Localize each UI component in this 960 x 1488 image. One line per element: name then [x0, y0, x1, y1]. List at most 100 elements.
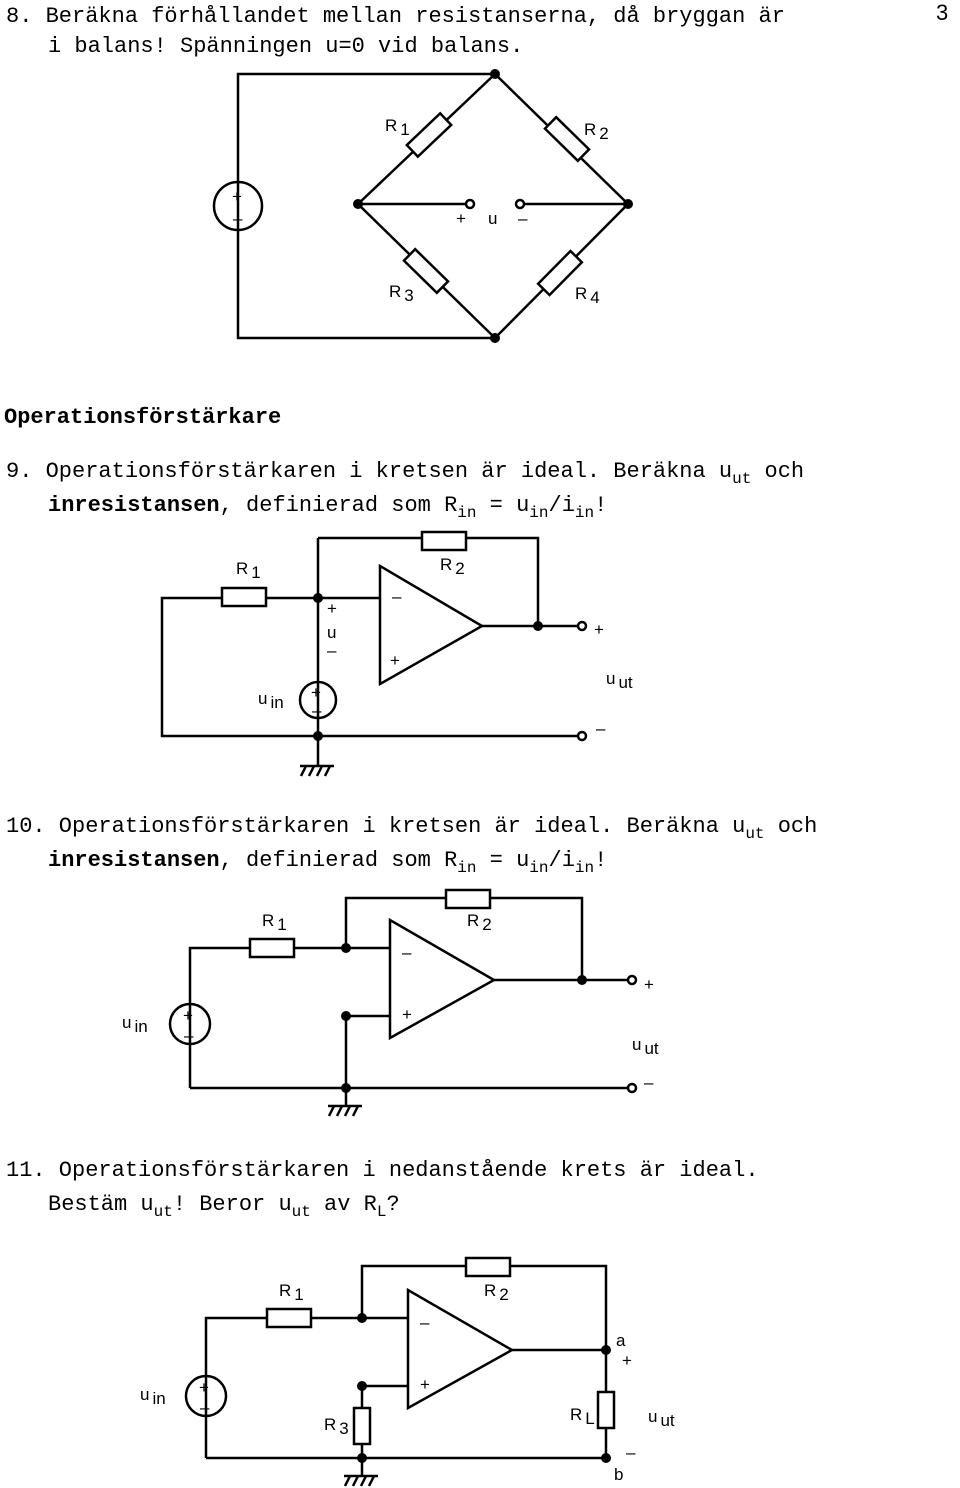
- p9-ground-hatch: [299, 765, 308, 777]
- p10-source-plus: +: [183, 1006, 193, 1025]
- p10-output-plus: +: [644, 975, 654, 994]
- p10-input-wire: [188, 946, 346, 1088]
- p10-l2-s2: in: [529, 859, 549, 877]
- p11-node-b: [601, 1453, 611, 1463]
- p11-node-a: [601, 1345, 611, 1355]
- p9-u-label: u: [327, 623, 336, 642]
- p9-node-ground: [313, 731, 323, 741]
- p11-source-plus: +: [199, 1378, 209, 1397]
- p9-voltage-source: [298, 680, 338, 720]
- p10-resistor-r2: [444, 888, 492, 910]
- p9-l2-c: /i: [548, 493, 575, 518]
- node-top: [490, 69, 500, 79]
- p10-resistor-r1: [248, 937, 296, 959]
- node-left: [353, 199, 363, 209]
- p11-resistor-rl: [596, 1390, 616, 1430]
- u-label: u: [488, 209, 497, 228]
- p10-opamp-plus: +: [402, 1005, 412, 1024]
- p9-opamp-plus: +: [390, 651, 400, 670]
- p9-output-minus: –: [596, 719, 606, 738]
- problem-8-line-2: i balans! Spänningen u=0 vid balans.: [48, 34, 524, 59]
- node-right: [623, 199, 633, 209]
- p9-output-plus: +: [594, 620, 604, 639]
- p11-l2-a: Bestäm u: [48, 1192, 154, 1217]
- p11-l2-s1: ut: [153, 1203, 173, 1221]
- p9-source-minus: –: [312, 701, 322, 720]
- p10-l2-a: , definierad som R: [219, 848, 458, 873]
- p11-ground-hatch: [343, 1475, 352, 1487]
- p11-node-ground: [357, 1453, 367, 1463]
- p10-source-minus: –: [184, 1026, 194, 1045]
- p11-l2-c: av R: [310, 1192, 377, 1217]
- p11-opamp-plus: +: [420, 1375, 430, 1394]
- p10-node-ground: [341, 1083, 351, 1093]
- p9-node-minus: [313, 593, 323, 603]
- p9-l2-s2: in: [529, 504, 549, 522]
- p9-l2-b: = u: [476, 493, 530, 518]
- p9-u-minus: –: [327, 641, 337, 660]
- p10-l1-tail: och: [764, 814, 818, 839]
- resistor-r4: [536, 249, 584, 297]
- source-plus-sign: +: [232, 187, 242, 206]
- p10-ground-hatch: [327, 1105, 336, 1117]
- p10-opamp-minus: –: [402, 943, 412, 962]
- problem-11-line-2: Bestäm uut! Beror uut av RL?: [48, 1191, 400, 1221]
- p11-node-plus: [357, 1381, 367, 1391]
- p9-l2-s1: in: [457, 504, 477, 522]
- problem-10-line-2: inresistansen, definierad som Rin = uin/…: [48, 847, 607, 877]
- p9-opamp: [378, 563, 485, 687]
- p11-label-b: b: [614, 1465, 623, 1484]
- resistor-r3: [402, 247, 450, 295]
- p11-l2-s3: L: [376, 1203, 387, 1221]
- u-terminal-right: [514, 198, 526, 210]
- p9-left-loop-wire: [160, 596, 582, 738]
- p9-output-terminal-minus: [576, 730, 588, 742]
- p11-resistor-r1: [265, 1307, 313, 1329]
- page-number: 3: [936, 0, 949, 25]
- p10-feedback-wire: [344, 896, 584, 980]
- p9-opamp-minus: –: [392, 587, 402, 606]
- p9-l1-text: 9. Operationsförstärkaren i kretsen är i…: [6, 459, 733, 484]
- u-plus-sign: +: [456, 209, 466, 228]
- p10-voltage-source: [168, 1002, 212, 1046]
- p11-output-minus: –: [626, 1443, 636, 1462]
- p10-output-terminal-plus: [626, 974, 638, 986]
- p10-l2-bold: inresistansen: [48, 848, 220, 873]
- p11-resistor-r2: [464, 1256, 512, 1278]
- voltage-source: [212, 180, 264, 232]
- resistor-r2: [543, 115, 591, 163]
- p11-feedback-wire: [360, 1264, 608, 1350]
- p9-node-output: [533, 621, 543, 631]
- problem-9-line-2: inresistansen, definierad som Rin = uin/…: [48, 492, 607, 522]
- p10-output-terminal-minus: [626, 1082, 638, 1094]
- p11-l2-d: ?: [386, 1192, 400, 1217]
- p9-l2-s3: in: [574, 504, 595, 522]
- p9-source-plus: +: [311, 683, 321, 702]
- p10-output-minus: –: [644, 1073, 654, 1092]
- p9-l1-tail: och: [751, 459, 805, 484]
- p11-resistor-r3: [352, 1406, 372, 1446]
- p11-l2-s2: ut: [291, 1203, 311, 1221]
- section-heading: Operationsförstärkare: [4, 405, 282, 430]
- p10-l2-s3: in: [574, 859, 595, 877]
- p10-l1-text: 10. Operationsförstärkaren i kretsen är …: [6, 814, 746, 839]
- problem-9-line-1: 9. Operationsförstärkaren i kretsen är i…: [6, 458, 805, 488]
- p10-l2-b: = u: [476, 848, 530, 873]
- problem-8-line-1: 8. Beräkna förhållandet mellan resistans…: [6, 4, 785, 29]
- p10-node-minus: [341, 943, 351, 953]
- p11-l2-b: ! Beror u: [172, 1192, 292, 1217]
- u-terminal-left: [464, 198, 476, 210]
